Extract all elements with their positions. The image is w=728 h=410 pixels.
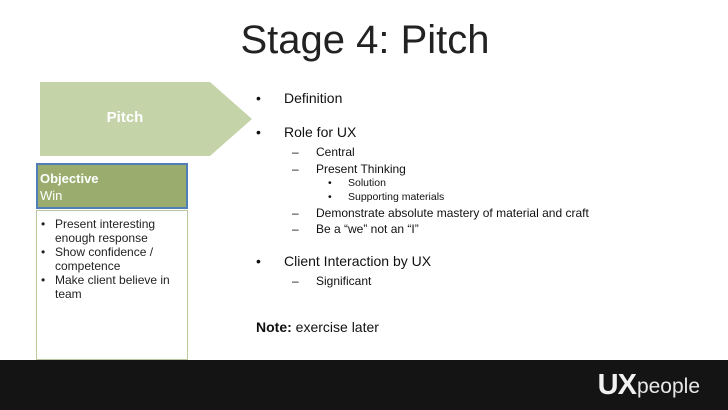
uxpeople-logo: UX people <box>598 368 700 402</box>
objective-item: Show confidence / competence <box>41 245 183 273</box>
dash-marker: – <box>292 162 299 176</box>
objective-title: Objective <box>40 171 99 186</box>
dash-marker: – <box>292 206 299 220</box>
dash-marker: – <box>292 145 299 159</box>
footer-bar: UX people <box>0 360 728 410</box>
pitch-label: Pitch <box>106 109 144 126</box>
note-line: Note: exercise later <box>256 319 379 335</box>
pitch-chevron-shape <box>40 82 252 156</box>
dash-marker: – <box>292 222 299 236</box>
objective-item: Make client believe in team <box>41 273 183 301</box>
slide-title: Stage 4: Pitch <box>240 18 490 62</box>
bullet-marker: • <box>256 124 261 140</box>
note-text: exercise later <box>291 319 379 335</box>
objective-value: Win <box>40 188 63 203</box>
dash-marker: – <box>292 274 299 288</box>
objective-item: Present interesting enough response <box>41 217 183 245</box>
bullet-marker: • <box>256 90 261 106</box>
objective-box: Objective Win <box>36 163 188 209</box>
bullet-marker: • <box>328 177 332 189</box>
note-label: Note: <box>256 319 292 335</box>
logo-ux-text: UX <box>597 369 637 401</box>
bullet-marker: • <box>328 191 332 203</box>
logo-people-text: people <box>636 375 700 398</box>
bullet-marker: • <box>256 253 261 269</box>
objective-list: Present interesting enough response Show… <box>36 210 188 360</box>
